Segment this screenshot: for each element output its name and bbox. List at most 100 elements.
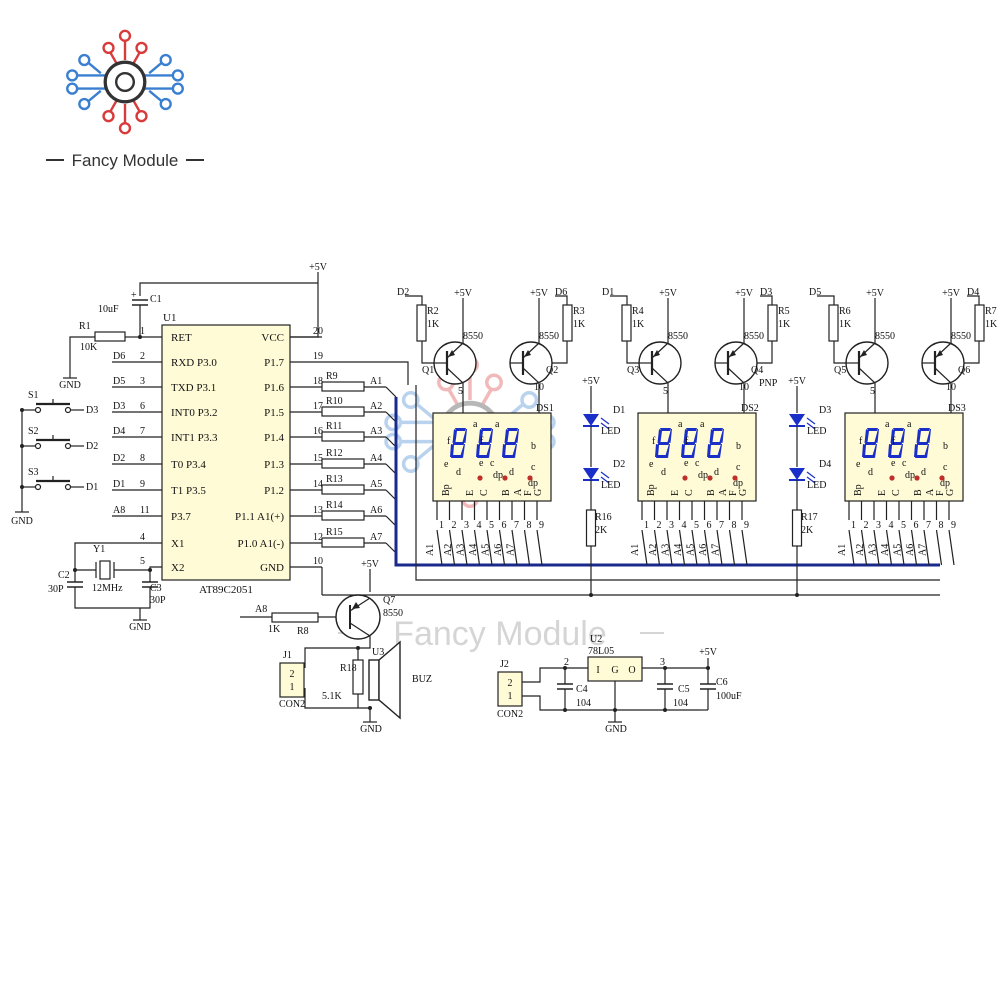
mcu-part: AT89C2051 (199, 584, 253, 596)
j1-ref: J1 (283, 650, 292, 661)
y1-ref: Y1 (93, 544, 105, 555)
gnd-label: GND (129, 622, 151, 633)
segment-label: a (700, 419, 705, 430)
pin-name: TXD P3.1 (171, 382, 216, 394)
segment-label: f (480, 436, 484, 447)
segment-label: e (444, 459, 449, 470)
pin-net: D1 (113, 479, 125, 490)
pin-name: P1.4 (264, 432, 284, 444)
resistor-value: 1K (632, 319, 645, 330)
c1-plus: + (131, 290, 137, 301)
display-pin-number: 1 (851, 520, 856, 531)
display-pin-letter: B (706, 489, 717, 496)
display-pin-letter: E (465, 490, 476, 496)
pin-net: D5 (113, 376, 125, 387)
display-pin-number: 9 (539, 520, 544, 531)
pin-number: 1 (140, 326, 145, 337)
transistor-ref: Q2 (546, 365, 558, 376)
u2-pin-out-num: 3 (660, 657, 665, 668)
resistor-ref: R6 (839, 306, 851, 317)
segment-label: e (891, 458, 896, 469)
segment-label: dp (528, 478, 538, 489)
display-ref: DS1 (536, 403, 554, 414)
a8-net: A8 (255, 604, 267, 615)
resistor-net: A6 (370, 505, 382, 516)
pin-number: 16 (313, 426, 323, 437)
common-pin: 10 (946, 382, 956, 393)
segment-label: a (885, 419, 890, 430)
pin-number: 13 (313, 505, 323, 516)
base-net: D3 (760, 287, 772, 298)
segment-label: d (661, 467, 666, 478)
resistor-ref: R11 (326, 421, 342, 432)
base-net: D1 (602, 287, 614, 298)
transistor-part: 8550 (951, 331, 971, 342)
display-net: A3 (868, 544, 879, 556)
segment-label: b (943, 441, 948, 452)
pin-net: D3 (113, 401, 125, 412)
display-pin-number: 5 (901, 520, 906, 531)
display-pin-letter: F (935, 490, 946, 496)
display-net: A2 (648, 544, 659, 556)
u2-pin-out: O (628, 665, 635, 676)
pin-number: 14 (313, 479, 323, 490)
reset-network: + C1 10uF R1 10K GND (59, 290, 162, 391)
resistor-net: A5 (370, 479, 382, 490)
u2-pin-in: I (596, 665, 599, 676)
mcu-right-pin: P1.0 A1(-)12 (238, 532, 323, 550)
transistor-part: 8550 (463, 331, 483, 342)
u2-ref: U2 (590, 634, 602, 645)
display-net: A4 (468, 544, 479, 556)
c6-value: 100uF (716, 691, 742, 702)
base-net: D5 (809, 287, 821, 298)
c2-value: 30P (48, 584, 64, 595)
display-pin-letter: Bp (441, 484, 452, 496)
vcc-label: +5V (582, 376, 601, 387)
common-pin: 10 (739, 382, 749, 393)
transistor-ref: Q3 (627, 365, 639, 376)
display-pin-number: 8 (527, 520, 532, 531)
resistor-ref: R14 (326, 500, 343, 511)
r8-ref: R8 (297, 626, 309, 637)
j2-pin: 2 (508, 678, 513, 689)
pin-number: 6 (140, 401, 145, 412)
segment-label: e (479, 458, 484, 469)
segment-label: dp (733, 478, 743, 489)
display-pin-letter: E (877, 490, 888, 496)
j1-pin: 2 (290, 669, 295, 680)
display-pin-number: 5 (694, 520, 699, 531)
pin-number: 18 (313, 376, 323, 387)
common-pin: 10 (534, 382, 544, 393)
led-resistor-ref: R17 (801, 512, 818, 523)
segment-label: a (495, 419, 500, 430)
display-pin-letter: A (925, 488, 936, 496)
c4-ref: C4 (576, 684, 588, 695)
crystal-osc: Y1 12MHz C2 30P C3 30P GND (48, 542, 166, 633)
pin-number: 11 (140, 505, 150, 516)
segment-resistor: R14 A6 (321, 500, 397, 527)
vcc-label: +5V (735, 288, 754, 299)
segment-label: dp (698, 470, 708, 481)
display-pin-letter: Bp (646, 484, 657, 496)
display-ref: DS3 (948, 403, 966, 414)
u3-ref: U3 (372, 647, 384, 658)
pin-name: T0 P3.4 (171, 459, 206, 471)
display-net: A6 (493, 544, 504, 556)
led-ref: D1 (613, 405, 625, 416)
transistor-ref: Q4 (751, 365, 763, 376)
r18-value: 5.1K (322, 691, 343, 702)
pin-name: P1.7 (264, 357, 284, 369)
pin-name: INT1 P3.3 (171, 432, 218, 444)
j1-pin: 1 (290, 682, 295, 693)
display-pin-number: 3 (464, 520, 469, 531)
display-net: A5 (893, 544, 904, 556)
pin-number: 3 (140, 376, 145, 387)
